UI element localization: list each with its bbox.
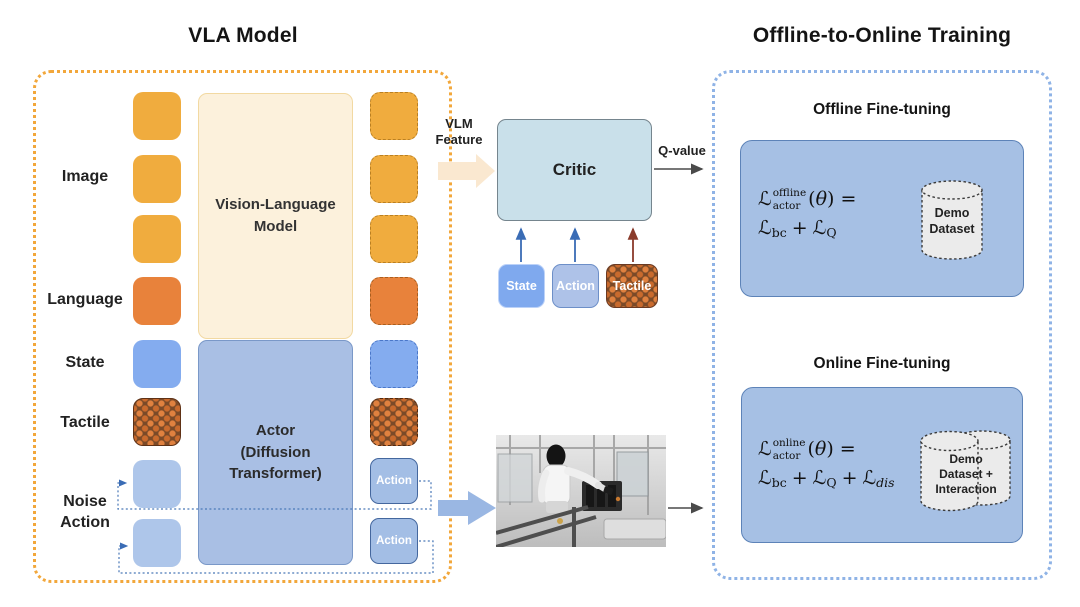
theta-symbol: θ bbox=[814, 437, 827, 460]
theta-symbol: θ bbox=[815, 187, 828, 210]
noise-action-token-2 bbox=[133, 519, 181, 567]
state-token bbox=[133, 340, 181, 388]
label-noise-action: Noise Action bbox=[60, 493, 110, 531]
loss-subscript: actor bbox=[772, 449, 801, 462]
robot-photo-illustration bbox=[495, 435, 667, 549]
image-token-1 bbox=[133, 92, 181, 140]
language-token bbox=[133, 277, 181, 325]
noise-action-token-1 bbox=[133, 460, 181, 508]
critic-box: Critic bbox=[497, 119, 652, 221]
demo-dataset-interaction-label: Demo Dataset + Interaction bbox=[935, 452, 997, 496]
loss-superscript: online bbox=[772, 436, 806, 449]
vlm-feature-label: VLM Feature bbox=[435, 116, 483, 148]
state-feature-token bbox=[370, 340, 418, 388]
loss-superscript: offline bbox=[772, 186, 807, 199]
offline-to-online-title: Offline-to-Online Training bbox=[752, 24, 1012, 47]
demo-dataset-interaction-cylinder: Demo Dataset + Interaction bbox=[918, 426, 1014, 518]
database-icon bbox=[921, 180, 983, 260]
script-L: ℒ bbox=[758, 437, 772, 460]
image-token-2 bbox=[133, 155, 181, 203]
label-tactile: Tactile bbox=[60, 414, 110, 431]
tactile-token bbox=[133, 398, 181, 446]
q-value-label: Q-value bbox=[658, 143, 706, 158]
database-stack-icon bbox=[920, 430, 1011, 512]
loss-subscript: actor bbox=[772, 199, 801, 212]
actor-diffusion-transformer-box: Actor (Diffusion Transformer) bbox=[198, 340, 353, 565]
critic-input-state: State bbox=[498, 264, 545, 308]
critic-input-action: Action bbox=[552, 264, 599, 308]
offline-finetuning-heading: Offline Fine-tuning bbox=[813, 101, 951, 118]
training-panel-border bbox=[712, 70, 1052, 580]
online-finetuning-heading: Online Fine-tuning bbox=[813, 355, 951, 372]
action-output-token-2: Action bbox=[370, 518, 418, 564]
image-feature-token-3 bbox=[370, 215, 418, 263]
label-language: Language bbox=[47, 291, 123, 308]
demo-dataset-label: Demo Dataset bbox=[929, 206, 975, 236]
vla-model-title: VLA Model bbox=[188, 24, 298, 47]
image-feature-token-1 bbox=[370, 92, 418, 140]
label-state: State bbox=[65, 354, 105, 371]
image-feature-token-2 bbox=[370, 155, 418, 203]
robot-photo bbox=[495, 435, 667, 549]
language-feature-token bbox=[370, 277, 418, 325]
critic-input-tactile: Tactile bbox=[606, 264, 658, 308]
image-token-3 bbox=[133, 215, 181, 263]
label-image: Image bbox=[61, 168, 109, 185]
demo-dataset-cylinder: Demo Dataset bbox=[919, 178, 985, 262]
action-output-token-1: Action bbox=[370, 458, 418, 504]
script-L: ℒ bbox=[758, 187, 772, 210]
vla-panel-border bbox=[33, 70, 452, 583]
tactile-feature-token bbox=[370, 398, 418, 446]
vision-language-model-box: Vision-Language Model bbox=[198, 93, 353, 339]
